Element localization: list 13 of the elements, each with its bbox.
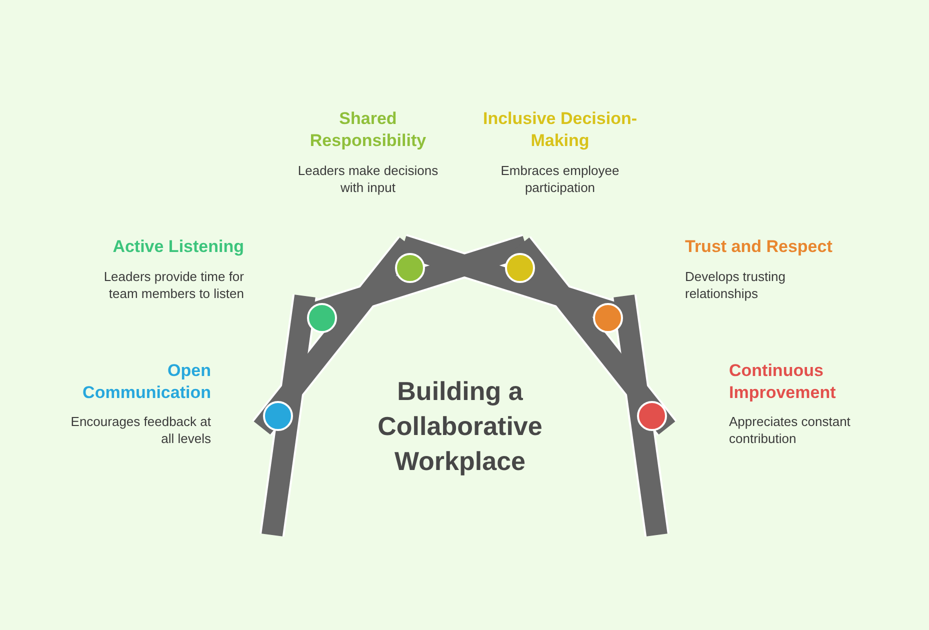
item-heading: Shared Responsibility [308, 108, 428, 152]
item-description: Embraces employee participation [500, 162, 620, 196]
item-heading: Continuous Improvement [729, 360, 837, 404]
item-heading: Active Listening [112, 236, 244, 258]
item-description: Appreciates constant contribution [729, 413, 852, 447]
item-heading: Open Communication [82, 360, 211, 404]
item-heading: Trust and Respect [685, 236, 834, 258]
item-description: Develops trusting relationships [685, 268, 786, 302]
item-description: Leaders provide time for team members to listen [102, 268, 244, 302]
item-heading: Inclusive Decision-Making [482, 108, 638, 152]
center-title: Building a Collaborative Workplace [376, 375, 544, 478]
item-description: Leaders make decisions with input [296, 162, 440, 196]
item-description: Encourages feedback at all levels [70, 413, 211, 447]
